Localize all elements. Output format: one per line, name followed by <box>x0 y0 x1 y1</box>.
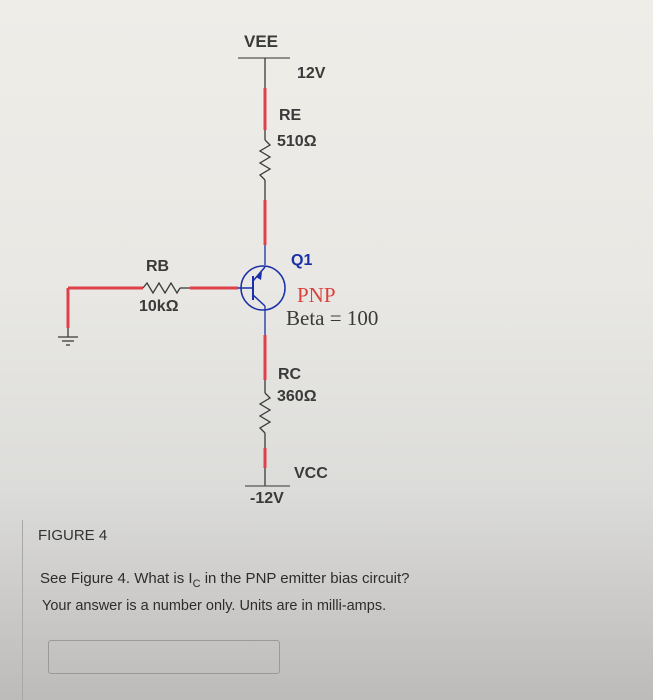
transistor-type: PNP <box>297 283 336 307</box>
question-subscript: C <box>192 578 201 590</box>
rb-label: RB <box>146 258 170 275</box>
question-suffix: in the PNP emitter bias circuit? <box>200 570 410 587</box>
question-text: See Figure 4. What is IC in the PNP emit… <box>40 570 410 590</box>
rb-value: 10kΩ <box>139 298 179 315</box>
figure-caption: FIGURE 4 <box>38 527 108 544</box>
vcc-value: -12V <box>250 490 284 507</box>
ground-icon <box>58 336 78 346</box>
answer-note: Your answer is a number only. Units are … <box>42 598 387 614</box>
answer-input[interactable] <box>48 640 280 674</box>
re-resistor-symbol <box>258 139 272 181</box>
re-label: RE <box>279 107 302 124</box>
beta-value: Beta = 100 <box>286 306 379 330</box>
vee-value: 12V <box>297 65 326 82</box>
q1-label: Q1 <box>291 252 313 269</box>
circuit-diagram: VEE 12V RE 510Ω RB 10kΩ Q1 PNP Beta = 10… <box>58 32 379 507</box>
vee-label: VEE <box>244 32 279 51</box>
panel-border <box>22 520 23 700</box>
rb-resistor-symbol <box>142 281 181 295</box>
rc-resistor-symbol <box>258 392 272 434</box>
rc-value: 360Ω <box>277 388 317 405</box>
question-prefix: See Figure 4. What is I <box>40 570 193 587</box>
re-value: 510Ω <box>277 133 317 150</box>
schematic <box>58 57 290 487</box>
vcc-label: VCC <box>294 465 328 482</box>
rc-label: RC <box>278 366 302 383</box>
pnp-transistor-symbol <box>238 265 286 335</box>
